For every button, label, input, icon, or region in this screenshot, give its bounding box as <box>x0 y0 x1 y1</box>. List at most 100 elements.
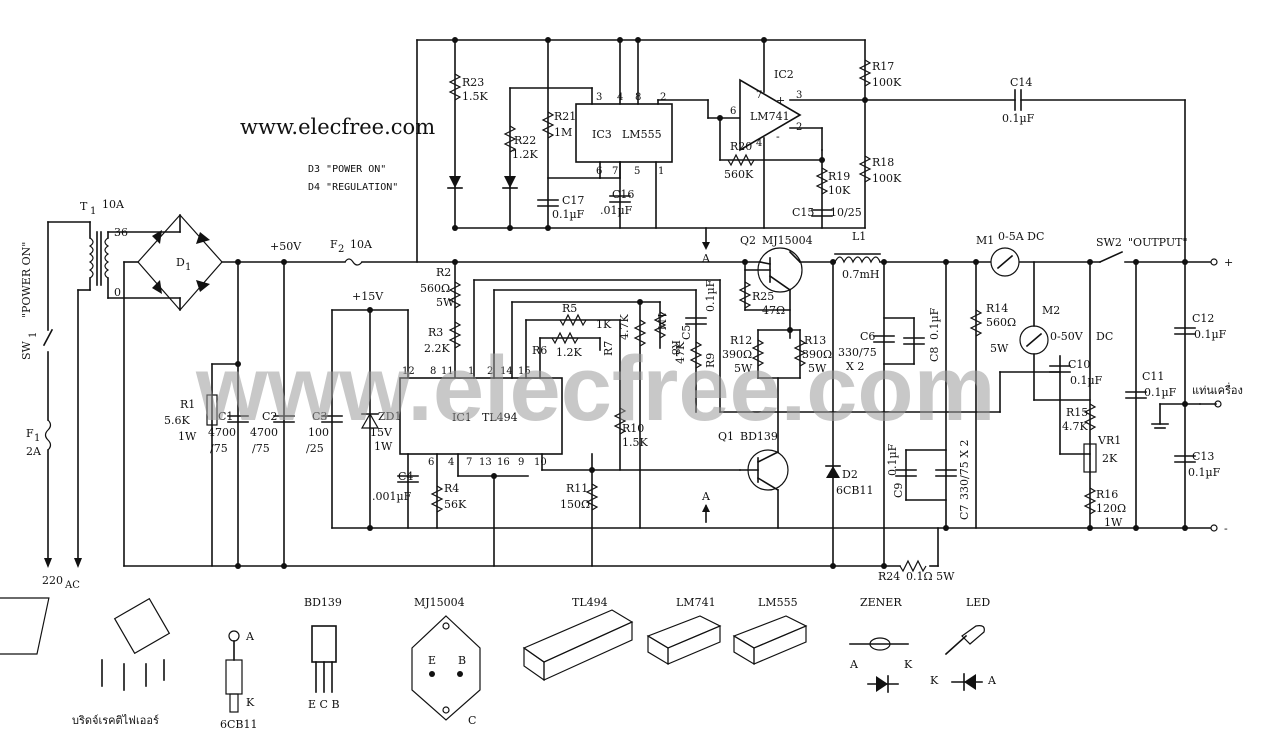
r20-value: 560K <box>724 168 754 181</box>
zd1-value: 15V <box>370 426 393 439</box>
f2-rating: 10A <box>350 238 373 251</box>
ic1-pin-9: 9 <box>518 457 524 468</box>
c1-voltage: /75 <box>210 442 228 455</box>
c9-label: C9 <box>892 483 905 498</box>
r16-power: 1W <box>1104 516 1123 529</box>
diode-label: 6CB11 <box>220 718 258 731</box>
catch-diode-d2: D2 6CB11 <box>825 259 874 569</box>
power-switch-sw1: SW 1 "POWER ON" F 1 2A 220 AC <box>20 221 82 591</box>
lm555-illustration: LM555 <box>732 596 808 666</box>
ic3-pin-3: 3 <box>596 92 602 103</box>
node-a-top: A <box>701 252 711 265</box>
sw1-subscript: 1 <box>28 332 39 338</box>
ic3-name: IC3 <box>592 128 612 141</box>
c6-multiplier: X 2 <box>846 360 864 373</box>
c17-label: C17 <box>562 194 584 207</box>
shunt-r24: R24 0.1Ω 5W <box>878 559 955 583</box>
d2-value: 6CB11 <box>836 484 874 497</box>
ic2-minus-sign: - <box>776 130 780 143</box>
r7-value: 4.7K <box>618 314 631 340</box>
output-plus: + <box>1224 256 1233 269</box>
r1-power: 1W <box>178 430 197 443</box>
r6-label: R6 <box>532 344 547 357</box>
to-device-label: แท่นเครื่อง <box>1192 382 1243 397</box>
zener-cathode: K <box>904 658 913 671</box>
c6-label: C6 <box>860 330 875 343</box>
ic2-lm741: LM741 IC2 + - 7 3 6 2 4 R20 560K R19 10K… <box>717 37 868 229</box>
watermark: www.elecfree.com <box>195 338 995 440</box>
r14-power: 5W <box>990 342 1009 355</box>
r10-label: R10 <box>622 422 644 435</box>
c4-label: C4 <box>398 470 413 483</box>
r6-value: 1.2K <box>556 346 582 359</box>
r13-value: 390Ω <box>802 348 832 361</box>
r15-value: 4.7K <box>1062 420 1088 433</box>
diode-cathode: K <box>246 696 255 709</box>
site-name: www.elecfree.com <box>240 115 435 139</box>
ic1-pin-1: 1 <box>468 366 474 377</box>
ic2-plus-sign: + <box>776 94 785 107</box>
r13-power: 5W <box>808 362 827 375</box>
f2-label: F <box>330 238 338 251</box>
m1-label: M1 <box>976 234 994 247</box>
ic3-pin-4: 4 <box>617 92 623 103</box>
c5-label: C5 <box>680 325 693 340</box>
r19-label: R19 <box>828 170 850 183</box>
ground-rail <box>123 527 1211 567</box>
sw2-label: SW2 <box>1096 236 1122 249</box>
c13-value: 0.1µF <box>1188 466 1221 479</box>
ic1-pin-8: 8 <box>430 366 436 377</box>
c3-voltage: /25 <box>306 442 324 455</box>
bridge-package-illustration: บริดจ์เรคติไฟเออร์ <box>0 597 171 727</box>
c7-label: C7 <box>958 505 971 520</box>
r1-value: 5.6K <box>164 414 190 427</box>
ic1-tl494: IC1 TL494 12 8 11 1 2 14 15 6 4 7 13 16 … <box>399 366 563 468</box>
c14-label: C14 <box>1010 76 1032 89</box>
r25-label: R25 <box>752 290 774 303</box>
ic3-pin-5: 5 <box>634 166 640 177</box>
ic1-name: IC1 <box>452 411 472 424</box>
ic3-pin-8: 8 <box>635 92 641 103</box>
q1-part: BD139 <box>740 430 778 443</box>
ic3-pin-2: 2 <box>660 92 666 103</box>
bridge-rectifier-d1: D 1 <box>123 214 223 567</box>
ic3-part: LM555 <box>622 128 662 141</box>
ic3-pin-6: 6 <box>596 166 602 177</box>
c2-voltage: /75 <box>252 442 270 455</box>
c13-label: C13 <box>1192 450 1214 463</box>
c15-label: C15 <box>792 206 814 219</box>
r8-value: 1M <box>655 312 668 330</box>
c14-value: 0.1µF <box>1002 112 1035 125</box>
ic1-pin-14: 14 <box>500 366 513 377</box>
r11-label: R11 <box>566 482 588 495</box>
zd1-power: 1W <box>374 440 393 453</box>
r17-label: R17 <box>872 60 894 73</box>
ic1-pin-10: 10 <box>534 457 547 468</box>
c10-label: C10 <box>1068 358 1090 371</box>
r7-label: R7 <box>602 341 615 356</box>
r2-power: 5W <box>436 296 455 309</box>
inductor-l1: L1 0.7mH <box>834 230 881 281</box>
plus50-label: +50V <box>270 240 302 253</box>
node-a-markers: A A <box>701 227 711 523</box>
ic3-pin-1: 1 <box>658 166 664 177</box>
bd139-label: BD139 <box>304 596 342 609</box>
zd1-label: ZD1 <box>378 410 401 423</box>
q2-label: Q2 <box>740 234 756 247</box>
ic1-pin-4: 4 <box>448 457 454 468</box>
c2-value: 4700 <box>250 426 278 439</box>
ic1-pin-12: 12 <box>402 366 415 377</box>
c9-value: 0.1µF <box>886 443 899 476</box>
l1-label: L1 <box>852 230 866 243</box>
meters-and-output: M1 0-5A DC M2 0-50V DC R14 560Ω 5W C10 0… <box>969 230 1243 535</box>
r19-value: 10K <box>828 184 851 197</box>
q2-part: MJ15004 <box>762 234 813 247</box>
ic1-feedback-network: R5 1K R6 1.2K R7 4.7K R8 1M R9 47K C5 0.… <box>372 279 1061 567</box>
legend-d3: D3 "POWER ON" <box>308 164 386 175</box>
f1-rating: 2A <box>26 445 42 458</box>
zener-label: ZENER <box>860 596 902 609</box>
ic2-name: IC2 <box>774 68 794 81</box>
parts-reference: บริดจ์เรคติไฟเออร์ A K 6CB11 BD139 E C B… <box>0 596 997 731</box>
c17-value: 0.1µF <box>552 208 585 221</box>
led-anode: A <box>987 674 997 687</box>
